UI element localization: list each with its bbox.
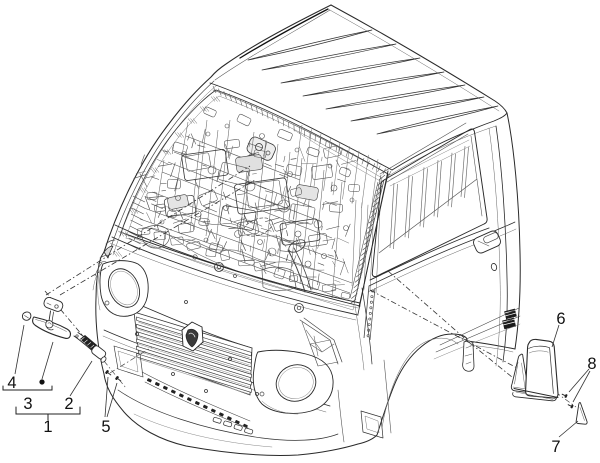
svg-text:2: 2 <box>64 395 73 413</box>
svg-text:7: 7 <box>551 438 560 456</box>
svg-text:4: 4 <box>7 374 16 392</box>
svg-text:6: 6 <box>556 310 565 328</box>
svg-text:5: 5 <box>101 418 110 436</box>
svg-text:3: 3 <box>23 395 32 413</box>
svg-text:1: 1 <box>43 418 52 436</box>
svg-text:8: 8 <box>587 355 596 373</box>
